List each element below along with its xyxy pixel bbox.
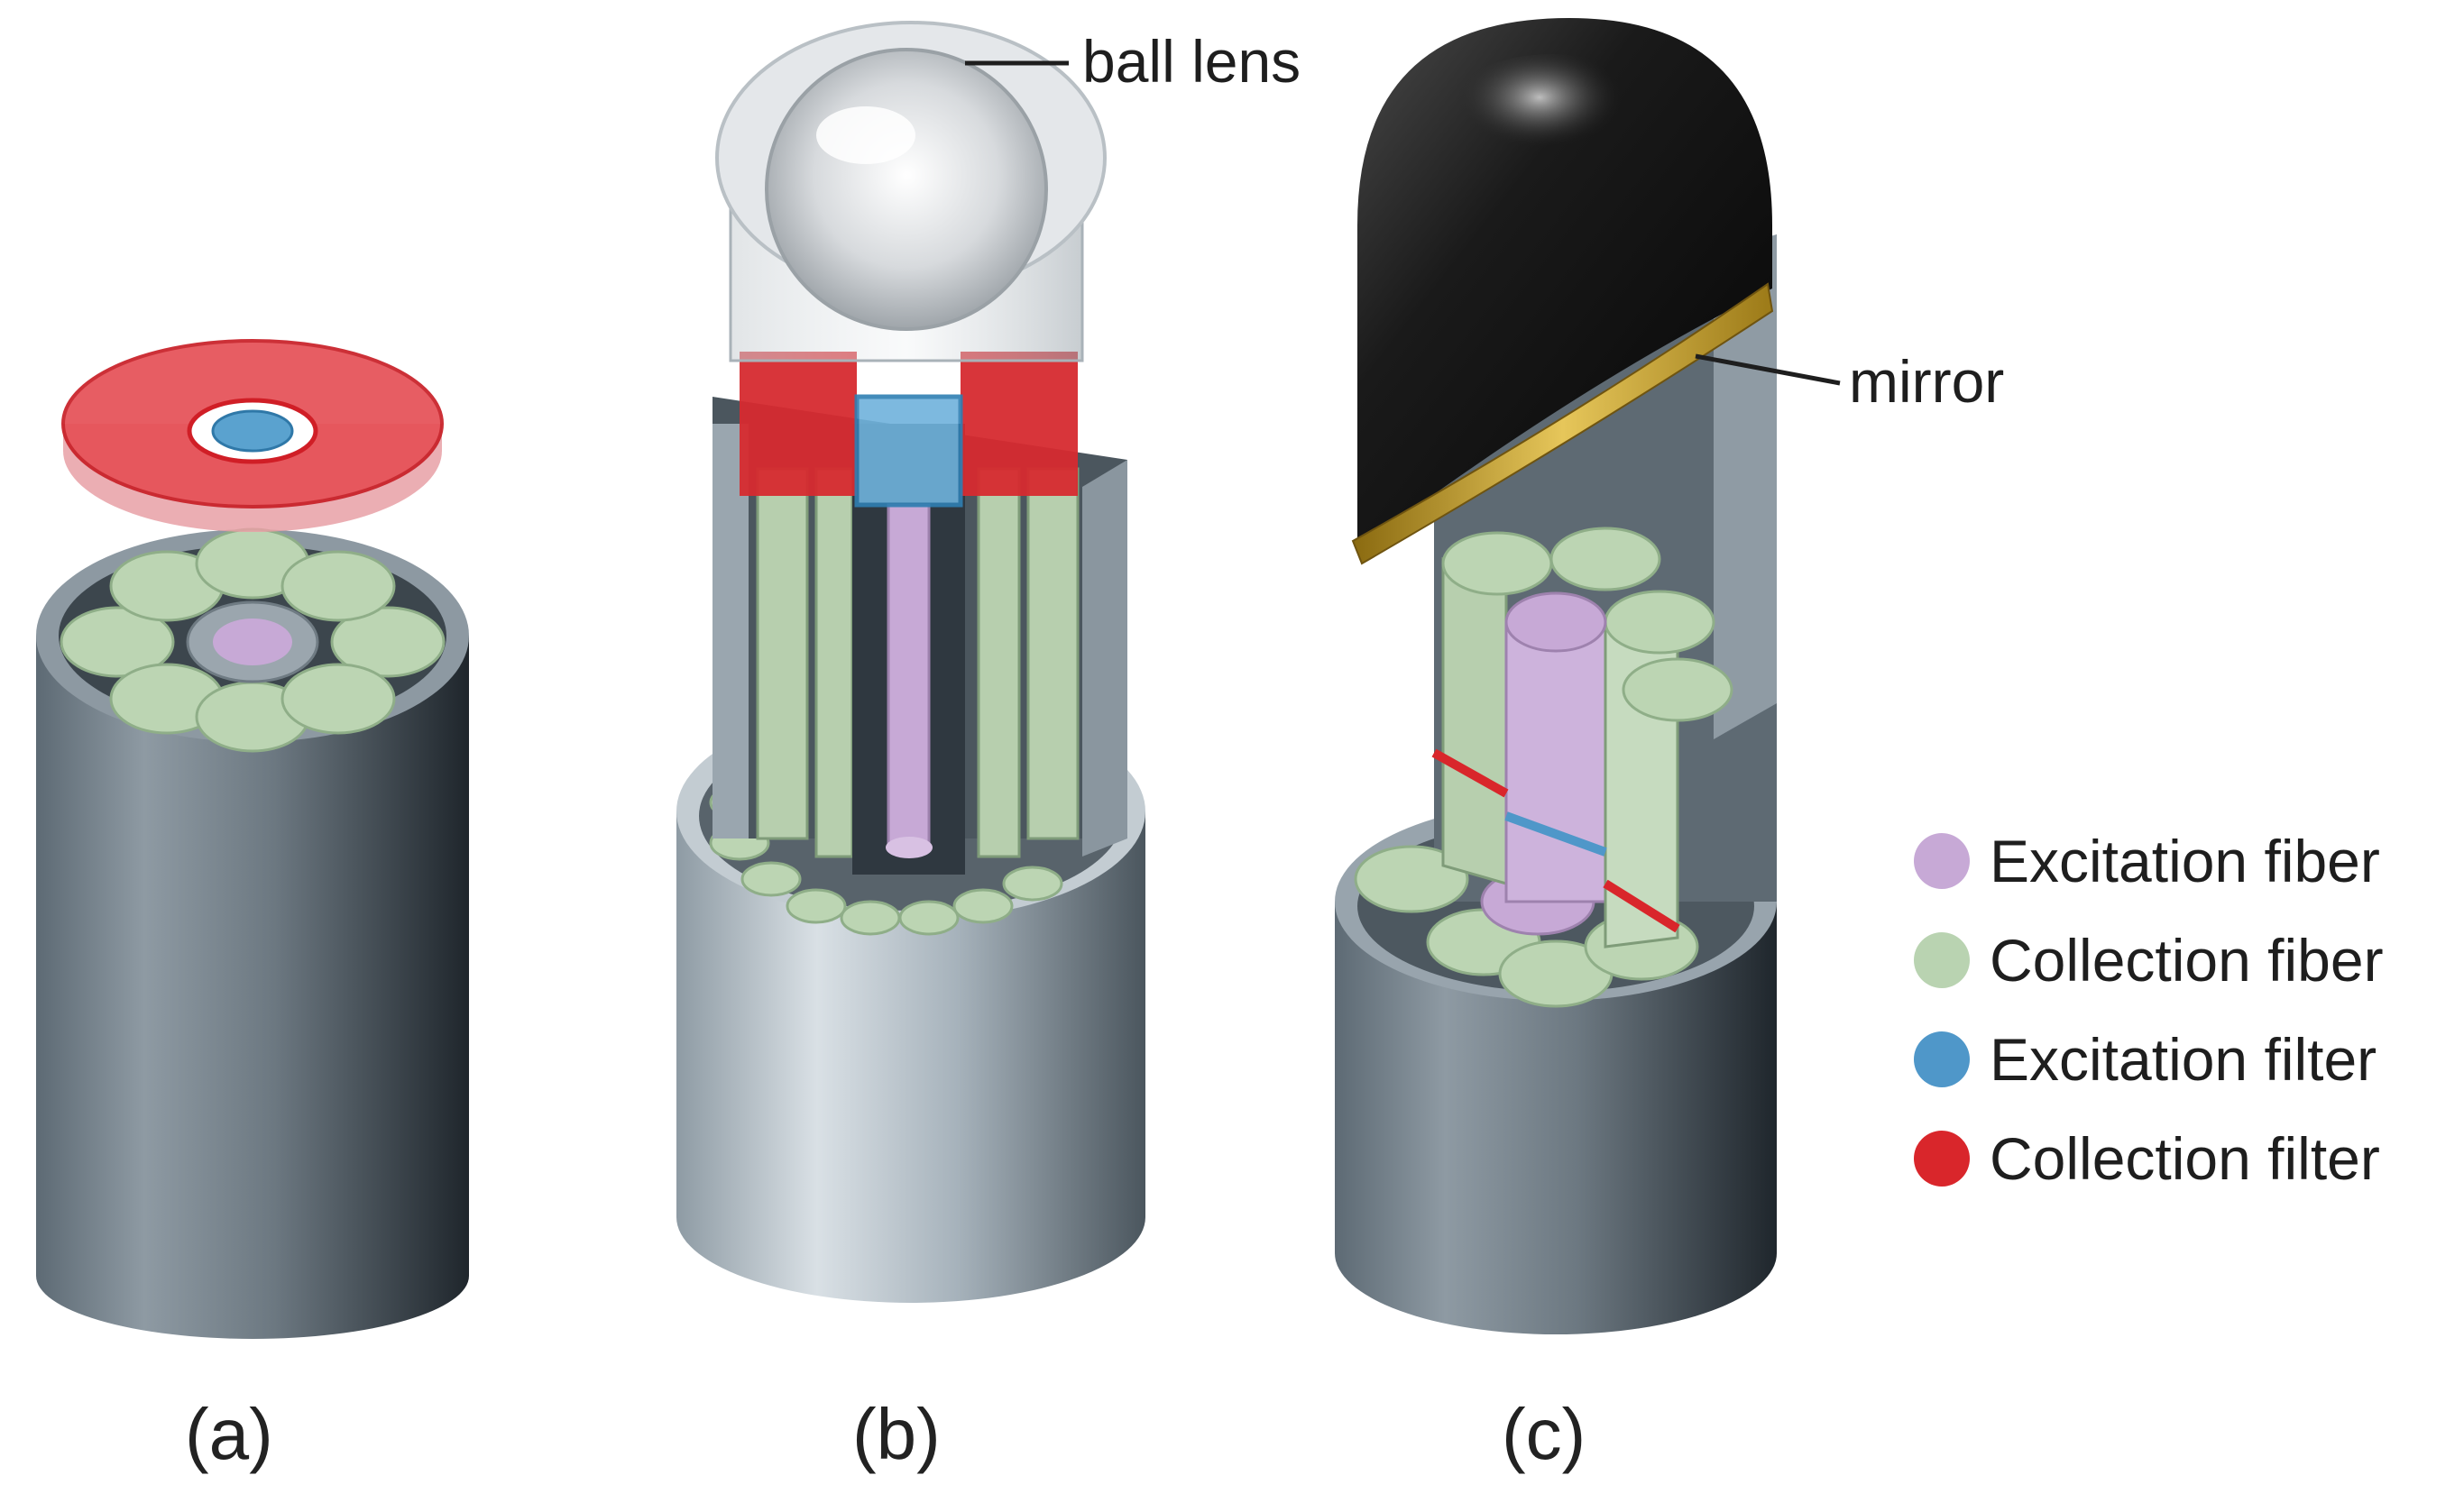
panel-c-illustration <box>1335 18 1841 1334</box>
legend-item-excitation-filter: Excitation filter <box>1914 1010 2455 1109</box>
panel-c-mirror-leader <box>1695 353 1841 386</box>
mirror-label: mirror <box>1849 348 2005 415</box>
ball-lens-label: ball lens <box>1082 28 1301 95</box>
legend-label-excitation-fiber: Excitation fiber <box>1990 828 2380 894</box>
panel-c-excitation-column <box>1504 620 1607 903</box>
panel-b-excitation-fiber-end <box>886 837 933 858</box>
panel-b-collection-fiber-columns <box>756 467 1080 858</box>
legend: Excitation fiber Collection fiber Excita… <box>1914 811 2455 1208</box>
panel-b-outer-housing <box>676 811 1145 1303</box>
legend-item-collection-fiber: Collection fiber <box>1914 911 2455 1010</box>
panel-a-excitation-fiber <box>213 619 292 665</box>
panel-c-cap-highlight <box>1434 54 1669 198</box>
panel-b-excitation-filter <box>854 394 963 508</box>
panel-a-housing <box>36 636 469 1339</box>
panel-c-excitation-fiber-top <box>1504 591 1607 653</box>
legend-item-excitation-fiber: Excitation fiber <box>1914 811 2455 911</box>
panel-b-lens-highlight <box>816 106 915 164</box>
panel-c-collection-filter-stripe-right <box>1603 879 1680 933</box>
legend-swatch-collection-filter <box>1914 1131 1970 1187</box>
panel-c-caption: (c) <box>1502 1394 1586 1474</box>
legend-swatch-excitation-filter <box>1914 1031 1970 1087</box>
panel-a-excitation-filter <box>211 409 294 453</box>
panel-b-inner-wall-left <box>713 424 749 838</box>
panel-c-excitation-filter-stripe <box>1504 811 1607 857</box>
panel-c-top-fibers <box>1441 527 1733 722</box>
panel-c-collection-column-left <box>1441 557 1508 885</box>
panel-b-collection-filter-left <box>740 352 857 496</box>
legend-item-collection-filter: Collection filter <box>1914 1109 2455 1208</box>
panel-b-illustration <box>676 21 1145 1303</box>
legend-label-collection-fiber: Collection fiber <box>1990 927 2384 994</box>
legend-swatch-collection-fiber <box>1914 932 1970 988</box>
panel-b-ball-lens <box>765 48 1048 331</box>
panel-c-housing <box>1335 902 1777 1334</box>
legend-label-excitation-filter: Excitation filter <box>1990 1026 2377 1093</box>
panel-c-collection-filter-stripe-left <box>1431 748 1509 798</box>
panel-c-mirror <box>1351 282 1774 565</box>
legend-label-collection-filter: Collection filter <box>1990 1125 2380 1192</box>
panel-b-excitation-fiber <box>887 503 931 849</box>
panel-b-caption: (b) <box>852 1394 941 1474</box>
panel-a-illustration <box>36 339 469 1339</box>
legend-swatch-excitation-fiber <box>1914 833 1970 889</box>
panel-b-collection-filter-right <box>961 352 1078 496</box>
panel-b-inner-wall <box>1082 460 1127 857</box>
panel-a-caption: (a) <box>185 1394 273 1474</box>
panel-a-collection-fibers <box>60 527 446 753</box>
